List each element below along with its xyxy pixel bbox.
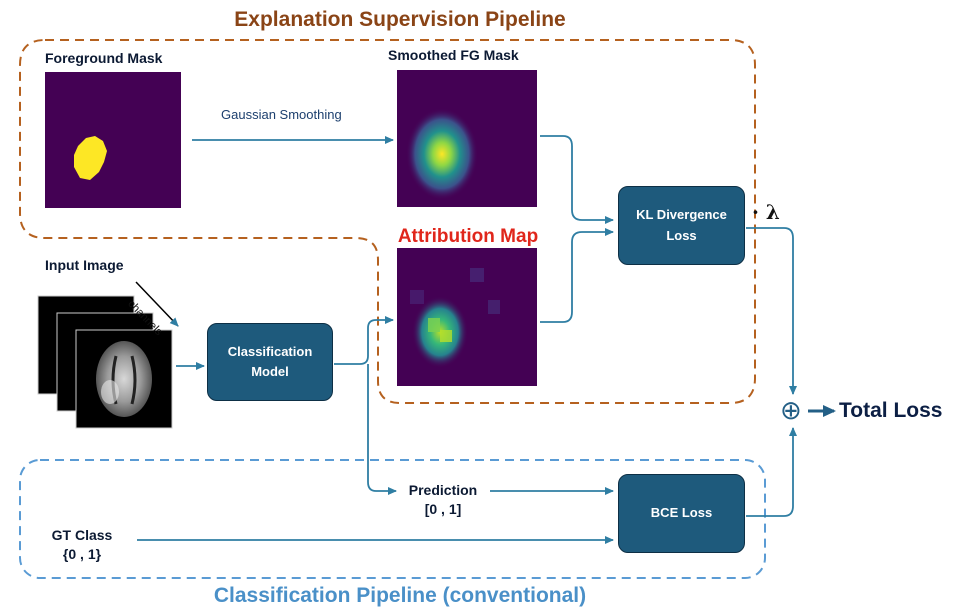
arrows bbox=[137, 135, 797, 544]
lambda-weight: · λ bbox=[752, 200, 780, 224]
gt-class-text: GT Class bbox=[51, 527, 113, 543]
arrow-bce-to-sum bbox=[746, 427, 797, 517]
prediction-text: Prediction bbox=[408, 482, 478, 498]
prediction-range: [0 , 1] bbox=[424, 501, 462, 517]
input-image-stack bbox=[37, 281, 179, 429]
foreground-mask-image bbox=[45, 72, 181, 208]
explanation-pipeline-title: Explanation Supervision Pipeline bbox=[234, 8, 566, 31]
arrow-model-to-prediction bbox=[367, 364, 397, 495]
arrow-smoothed-to-kl bbox=[540, 135, 614, 224]
kl-divergence-line1: KL Divergence bbox=[636, 207, 727, 223]
arrow-kl-to-sum bbox=[746, 227, 797, 395]
classification-region-border bbox=[19, 459, 766, 579]
kl-divergence-box: KL Divergence Loss bbox=[618, 186, 745, 265]
smoothed-mask-image bbox=[397, 70, 537, 207]
prediction-label: Prediction [0 , 1] bbox=[398, 482, 488, 517]
arrow-attr-to-kl bbox=[540, 228, 614, 323]
classification-pipeline-title: Classification Pipeline (conventional) bbox=[213, 584, 587, 607]
total-loss-label: Total Loss bbox=[839, 399, 943, 422]
input-image-label: Input Image bbox=[45, 257, 124, 273]
kl-divergence-line2: Loss bbox=[666, 227, 697, 243]
attribution-map-image bbox=[397, 248, 537, 386]
explanation-region-border bbox=[19, 39, 756, 404]
gt-class-range: {0 , 1} bbox=[62, 546, 102, 562]
sum-icon: ⊕ bbox=[780, 395, 802, 425]
attribution-map-title: Attribution Map bbox=[397, 226, 539, 247]
gaussian-smoothing-label: Gaussian Smoothing bbox=[221, 107, 342, 122]
classification-model-line2: Model bbox=[251, 364, 289, 379]
gt-class-label: GT Class {0 , 1} bbox=[42, 527, 122, 562]
bce-loss-box: BCE Loss bbox=[618, 474, 745, 553]
classification-model-box: Classification Model bbox=[207, 323, 333, 401]
foreground-mask-label: Foreground Mask bbox=[45, 50, 163, 66]
arrow-model-split bbox=[334, 316, 394, 365]
smoothed-mask-label: Smoothed FG Mask bbox=[388, 47, 519, 63]
classification-model-line1: Classification bbox=[227, 343, 313, 359]
